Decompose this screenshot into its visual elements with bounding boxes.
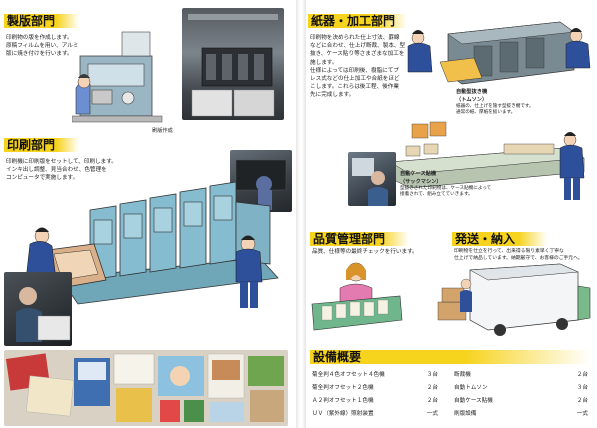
equipment-row: 菊全判オフセット２色機 ２台 <box>312 383 438 391</box>
folder-gluer-illustration <box>389 121 585 200</box>
printing-body: 印刷機に印刷版をセットして、印刷します。 インキ出し調整、見当合わせ、色管理を … <box>6 158 156 183</box>
die-cutter-illustration <box>407 21 591 85</box>
prepress-body-line: 原稿フィルムを用い、アルミ <box>6 43 79 50</box>
prepress-caption: 刷版作成 <box>152 128 173 134</box>
press-operator-photo <box>230 150 292 212</box>
die-cutter-name: （トムソン） <box>456 97 488 103</box>
converting-body: 印刷物を決められた仕上寸法、罫線 などに合わせ、仕上げ断裁、製本、型 抜き、ケー… <box>310 34 408 100</box>
prepress-body: 印刷物の版を作成します。 原稿フィルムを用い、アルミ 版に焼き付けを行います。 <box>6 34 82 59</box>
equipment-qty: 一式 <box>576 411 588 417</box>
converting-body-line: 施します。 <box>310 59 338 66</box>
converting-body-line: こします。これらは後工程、後作業 <box>310 84 399 91</box>
converting-body-line: レス式などの仕上加工や合紙をほど <box>310 76 400 83</box>
equipment-row: ＵＶ（紫外線）照射装置 一式 <box>312 409 438 417</box>
equipment-title: 設備概要 <box>310 350 591 364</box>
operator-desk-photo <box>4 272 72 346</box>
folder-gluer-desc-line: 接着されて、組み立てていきます。 <box>400 192 473 198</box>
converting-body-line: 抜き、ケース貼り等さまざまな加工を <box>310 51 405 58</box>
equipment-qty: ２台 <box>576 398 588 404</box>
converting-body-line: 先に完成します。 <box>310 92 355 99</box>
equipment-qty: 一式 <box>426 411 438 417</box>
die-cutter-desc: 紙器の、仕上げを施す型抜き機です。 通常の紙、厚紙を扱います。 <box>456 104 594 117</box>
equipment-name: 自動ケース貼機 <box>454 398 493 404</box>
qc-title: 品質管理部門 <box>310 232 409 246</box>
qc-body-line: 品質、仕様等の最終チェックを行います。 <box>312 249 418 255</box>
equipment-row: 刷版設備 一式 <box>454 409 588 417</box>
page-gutter <box>296 0 306 428</box>
prepress-body-line: 版に焼き付けを行います。 <box>6 51 73 58</box>
folder-gluer-name: （サックマシン） <box>400 179 442 185</box>
equipment-name: 自動トムソン <box>454 385 488 391</box>
equipment-name: Ａ２判オフセット１色機 <box>312 398 374 404</box>
equipment-qty: ２台 <box>426 398 438 404</box>
shipping-title: 発送・納入 <box>452 232 547 246</box>
qc-illustration <box>311 262 403 331</box>
folder-gluer-label: 自動ケース貼機 <box>400 171 437 177</box>
converting-body-line: 印刷物を決められた仕上寸法、罫線 <box>310 35 400 41</box>
equipment-row: Ａ２判オフセット１色機 ２台 <box>312 396 438 404</box>
equipment-name: 菊全判４色オフセット４色機 <box>312 372 385 378</box>
converting-title: 紙器・加工部門 <box>308 14 407 28</box>
die-cutter-label: 自動型抜き機 <box>456 89 488 95</box>
printing-press-illustration <box>25 181 279 308</box>
folder-gluer-desc-line: 型抜きされた印刷物は、ケース貼機によって <box>400 186 492 191</box>
prepress-illustration <box>72 31 163 123</box>
converting-body-line: 仕様によっては印刷後、樹脂にてプ <box>310 67 399 74</box>
shipping-body-line: 印刷物を仕立を行って、出来得る限り素早く丁寧な <box>454 249 564 254</box>
shipping-body: 印刷物を仕立を行って、出来得る限り素早く丁寧な 仕上げで納品しています。納期厳守… <box>454 248 592 262</box>
printed-products-photo <box>4 350 288 426</box>
die-cutter-desc-line: 通常の紙、厚紙を扱います。 <box>456 110 516 116</box>
die-cutter-desc-line: 紙器の、仕上げを施す型抜き機です。 <box>456 104 534 109</box>
equipment-qty: ２台 <box>426 385 438 391</box>
equipment-row: 自動トムソン ３台 <box>454 383 588 391</box>
printing-body-line: インキ出し調整、見当合わせ、色管理を <box>6 167 107 174</box>
equipment-qty: ３台 <box>426 372 438 378</box>
printing-body-line: 印刷機に印刷版をセットして、印刷します。 <box>6 159 117 165</box>
equipment-name: 刷版設備 <box>454 411 477 417</box>
qc-body: 品質、仕様等の最終チェックを行います。 <box>312 248 452 256</box>
shipping-body-line: 仕上げで納品しています。納期厳守で、お客様のご手元へ。 <box>454 256 583 261</box>
equipment-row: 自動ケース貼機 ２台 <box>454 396 588 404</box>
equipment-name: ＵＶ（紫外線）照射装置 <box>312 411 374 417</box>
equipment-qty: ３台 <box>576 385 588 391</box>
equipment-name: 断裁機 <box>454 372 471 378</box>
equipment-name: 菊全判オフセット２色機 <box>312 385 374 391</box>
equipment-row: 断裁機 ２台 <box>454 370 588 378</box>
press-room-photo <box>182 8 284 120</box>
delivery-truck-illustration <box>437 263 591 336</box>
folder-gluer-desc: 型抜きされた印刷物は、ケース貼機によって 接着されて、組み立てていきます。 <box>400 186 532 199</box>
equipment-qty: ２台 <box>576 372 588 378</box>
prepress-body-line: 印刷物の版を作成します。 <box>6 35 73 41</box>
printing-body-line: コンピュータで実施します。 <box>6 175 79 182</box>
folder-gluer-photo <box>348 152 396 206</box>
prepress-title: 製版部門 <box>4 14 79 28</box>
printing-title: 印刷部門 <box>4 138 79 152</box>
converting-body-line: などに合わせ、仕上げ断裁、製本、型 <box>310 43 406 50</box>
equipment-row: 菊全判４色オフセット４色機 ３台 <box>312 370 438 378</box>
